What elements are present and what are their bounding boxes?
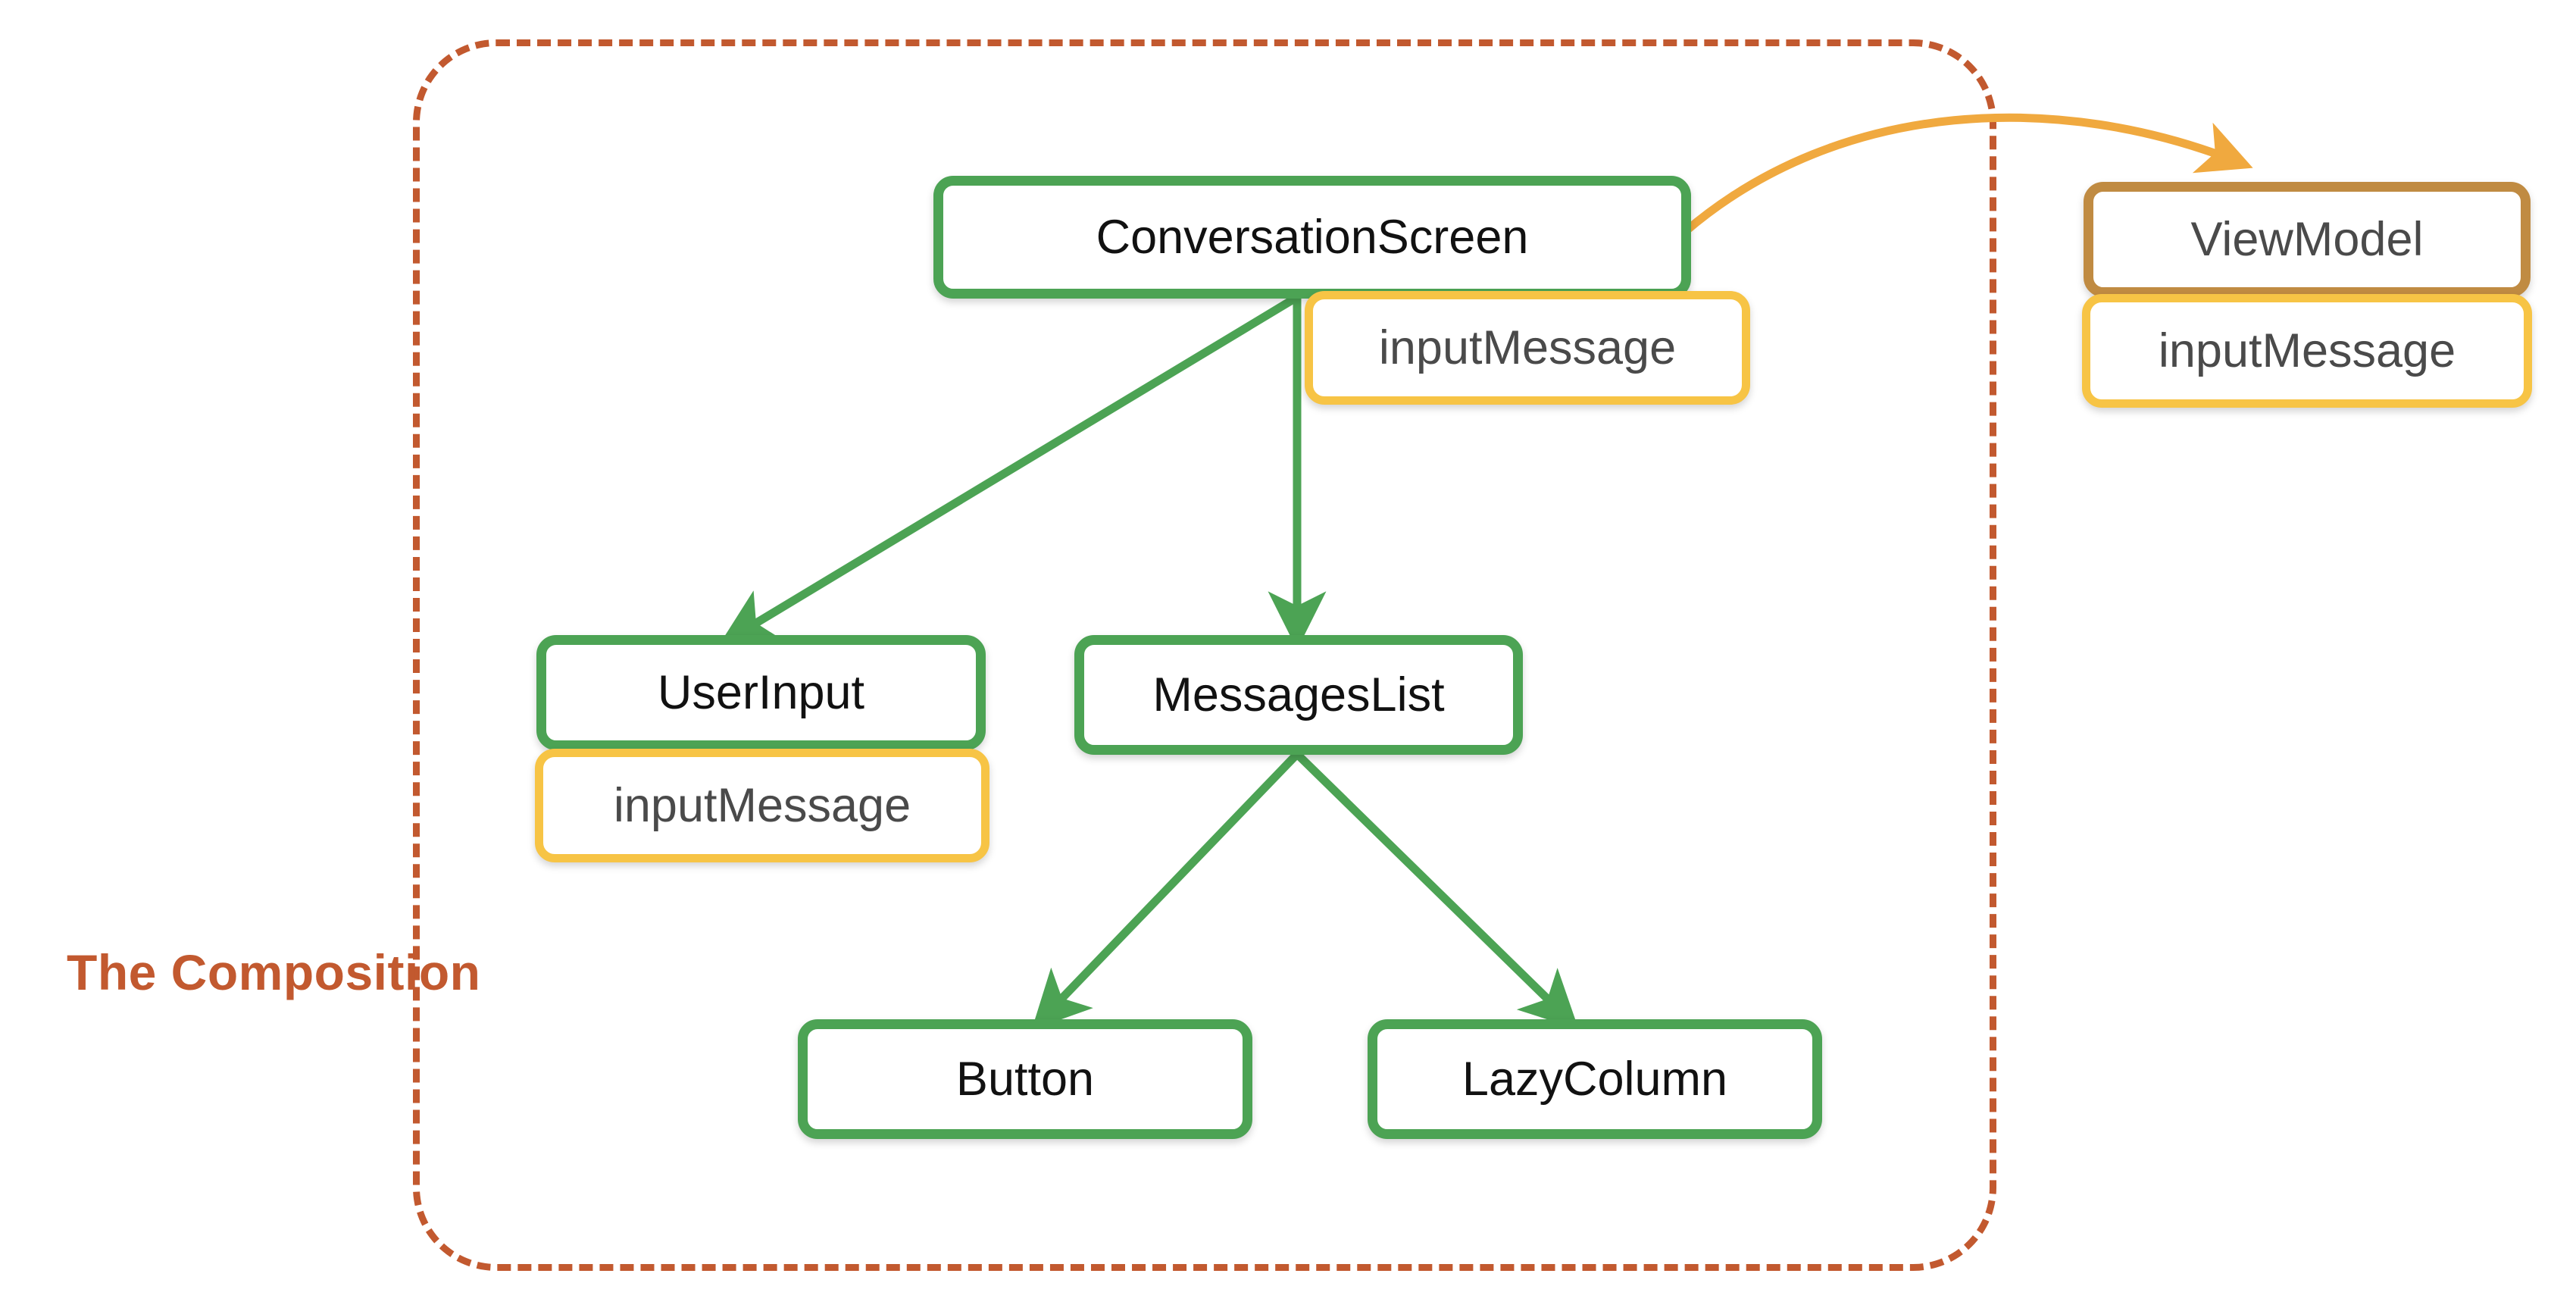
node-user-input-label: UserInput <box>657 665 865 719</box>
node-user-input-state-label: inputMessage <box>613 778 911 832</box>
node-messages-list[interactable]: MessagesList <box>1074 635 1523 755</box>
node-conversation-screen[interactable]: ConversationScreen <box>933 176 1691 299</box>
node-button-label: Button <box>955 1052 1095 1106</box>
composition-label: The Composition <box>67 944 481 1000</box>
node-lazy-column[interactable]: LazyColumn <box>1368 1019 1822 1139</box>
node-conversation-screen-state-label: inputMessage <box>1378 321 1677 374</box>
node-view-model-state[interactable]: inputMessage <box>2082 294 2532 408</box>
node-conversation-screen-state[interactable]: inputMessage <box>1305 291 1750 405</box>
node-button[interactable]: Button <box>798 1019 1252 1139</box>
composition-boundary <box>413 39 1996 1271</box>
node-user-input-state[interactable]: inputMessage <box>535 749 989 862</box>
node-view-model-state-label: inputMessage <box>2158 324 2456 377</box>
node-view-model[interactable]: ViewModel <box>2084 182 2531 297</box>
node-messages-list-label: MessagesList <box>1152 668 1445 721</box>
node-conversation-screen-label: ConversationScreen <box>1096 210 1529 264</box>
node-view-model-label: ViewModel <box>2190 212 2424 266</box>
node-lazy-column-label: LazyColumn <box>1462 1052 1728 1106</box>
node-user-input[interactable]: UserInput <box>536 635 986 750</box>
